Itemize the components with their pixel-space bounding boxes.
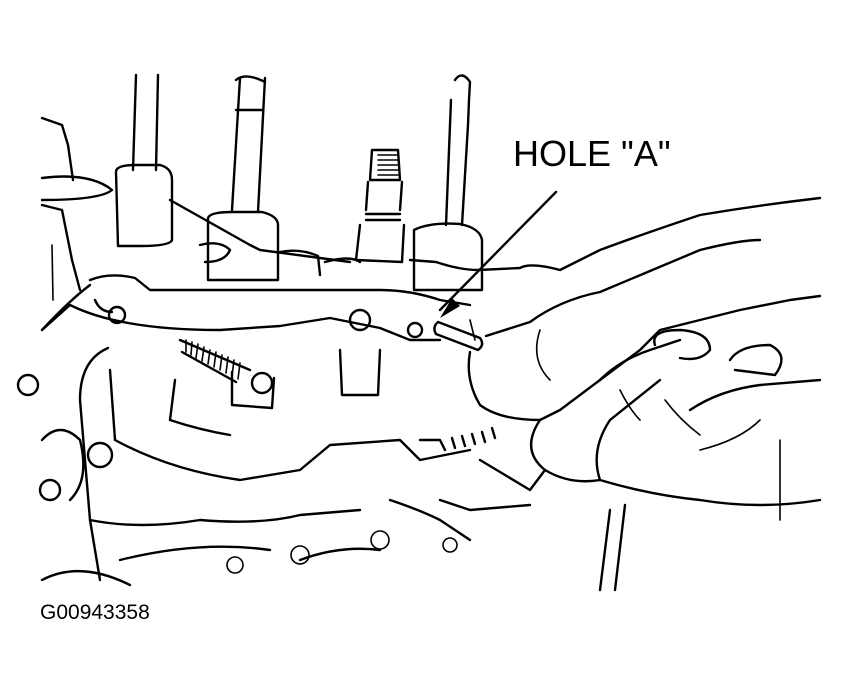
- figure-id-label: G00943358: [40, 601, 150, 624]
- hole-a-callout-label: HOLE "A": [513, 133, 671, 174]
